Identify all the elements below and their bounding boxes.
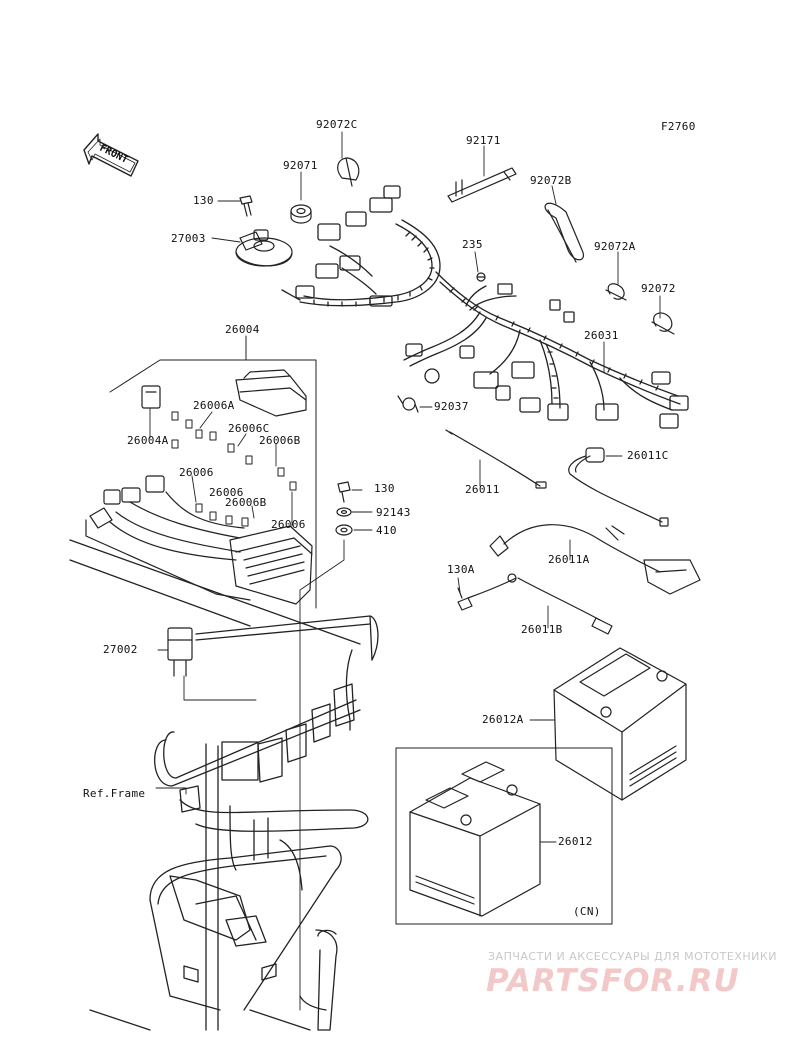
watermark-logo: PARTSFOR.RU [486,963,740,999]
callout-26011b: 26011B [521,623,563,636]
callout-26004: 26004 [225,323,260,336]
bolt-130a-part [457,587,473,611]
callout-26006a: 26006A [193,399,235,412]
band-92072b-part [544,202,584,263]
cn-variant-box [395,747,613,925]
callout-235: 235 [462,238,483,251]
callout-130-top: 130 [193,194,214,207]
grommet-92071-part [290,204,312,224]
bolt-130-mid-part [337,481,351,503]
clamp-92072a-part [605,283,627,301]
frame-part [69,539,379,1031]
callout-92072c: 92072C [316,118,358,131]
callout-92072a: 92072A [594,240,636,253]
callout-26006c: 26006C [228,422,270,435]
fuses-26006-group [171,411,297,527]
leader-26004 [109,335,317,609]
callout-92143: 92143 [376,506,411,519]
callout-130-mid: 130 [374,482,395,495]
callout-26031: 26031 [584,329,619,342]
figure-code-label: F2760 [661,120,696,133]
callout-26006b-b: 26006B [225,496,267,509]
callout-26011c: 26011C [627,449,669,462]
front-arrow-icon [83,133,139,177]
callout-27002: 27002 [103,643,138,656]
relay-27002-part [167,627,193,677]
leader-ref-frame [155,787,187,795]
horn-27003-part [235,229,293,267]
callout-26011a: 26011A [548,553,590,566]
callout-26004a: 26004A [127,434,169,447]
callout-ref-frame: Ref.Frame [83,787,146,800]
callout-26006b-a: 26006B [259,434,301,447]
fuse-box-cover-part [235,369,307,417]
callout-26012a: 26012A [482,713,524,726]
wiring-harness-26031-part [281,185,689,429]
battery-26012-part [409,761,541,917]
relay-26004a-part [141,385,161,409]
clip-92037-part [397,395,419,413]
cable-26011a-part [489,524,701,595]
callout-27003: 27003 [171,232,206,245]
cable-26011c-part [568,447,669,527]
washer-410-part [335,524,353,536]
washer-92143-part [336,507,352,517]
front-arrow-label: FRONT [98,143,130,166]
cable-26011-part [445,429,547,489]
callout-26006-b: 26006 [209,486,244,499]
fuse-box-harness-part [85,475,313,605]
leader-27002 [183,675,257,701]
bolt-130-part [239,195,253,217]
callout-92072: 92072 [641,282,676,295]
callout-26011: 26011 [465,483,500,496]
callout-26012: 26012 [558,835,593,848]
callout-cn: (CN) [573,905,601,918]
callout-92171: 92171 [466,134,501,147]
callout-92037: 92037 [434,400,469,413]
leader-stack [299,539,345,1011]
bracket-92171-part [447,167,517,203]
callout-92072b: 92072B [530,174,572,187]
watermark-tagline: ЗАПЧАСТИ И АКСЕССУАРЫ ДЛЯ МОТОТЕХНИКИ [488,950,777,963]
callout-130a: 130A [447,563,475,576]
callout-26006-c: 26006 [271,518,306,531]
clamp-92072c-part [337,157,360,187]
callout-leaders [149,131,661,651]
cable-26011b-part [467,573,613,635]
screw-235-part [476,272,486,282]
clamp-92072-part [651,312,675,335]
callout-92071: 92071 [283,159,318,172]
callout-410: 410 [376,524,397,537]
callout-26006-a: 26006 [179,466,214,479]
battery-26012a-part [553,647,687,801]
